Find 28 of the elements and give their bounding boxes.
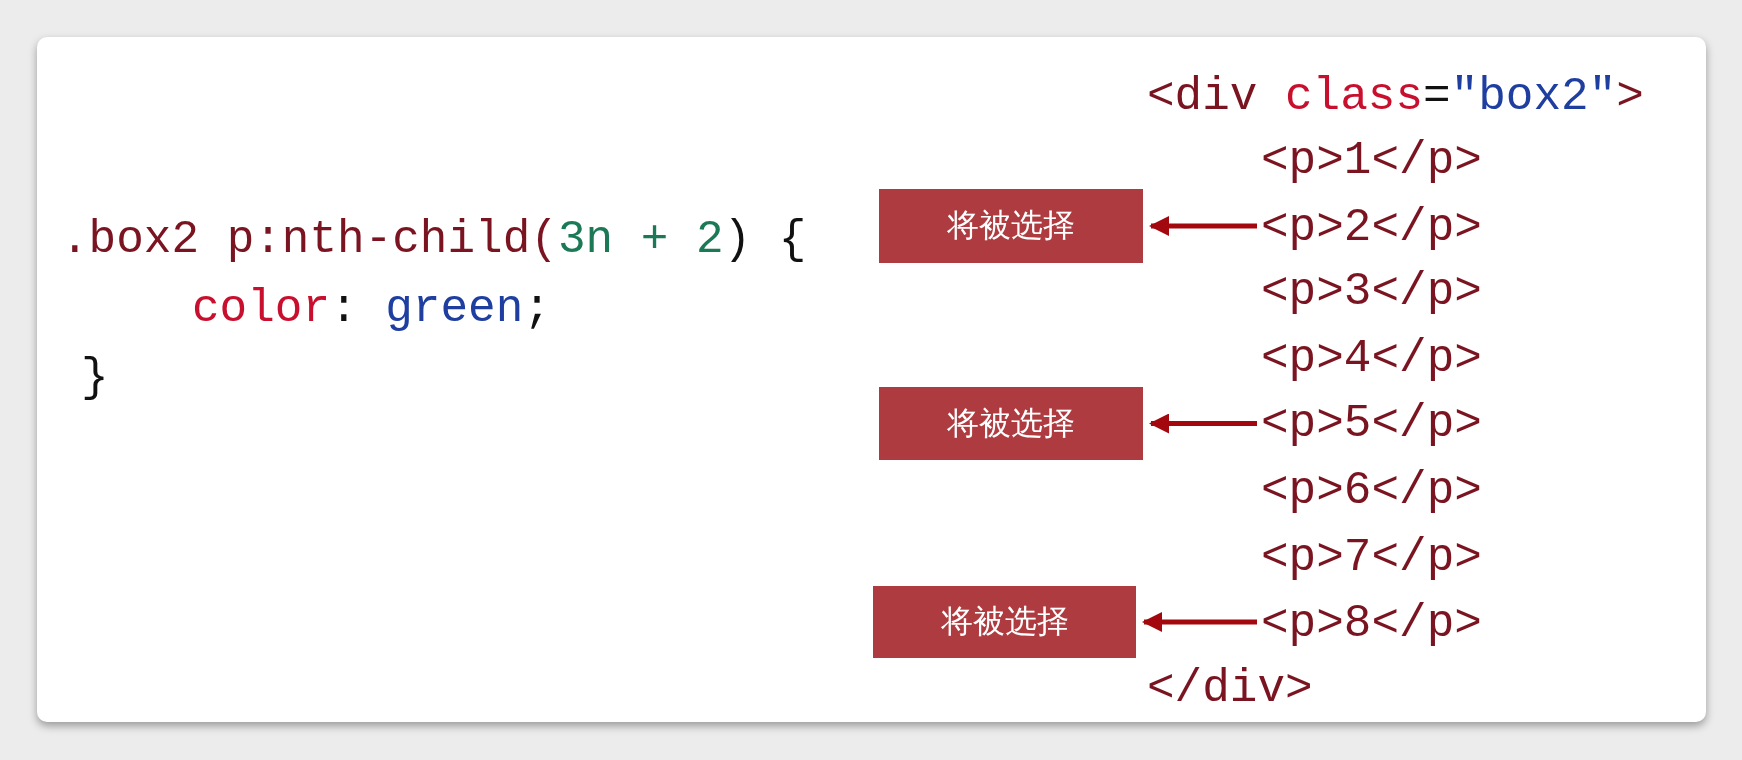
tag: > (1616, 67, 1644, 127)
nth-child-argument: 3n + 2 (557, 213, 724, 268)
code-punctuation: ; (523, 282, 551, 337)
paragraph-tag: <p>3</p> (1261, 262, 1482, 322)
attribute-value: "box2" (1450, 70, 1617, 125)
callout-box: 将被选择 (879, 189, 1143, 263)
closing-tag: </div> (1147, 659, 1313, 719)
code-brace: } (81, 351, 109, 406)
tag: <div (1147, 67, 1258, 127)
css-value: green (385, 282, 524, 337)
code-punctuation: : (330, 282, 358, 337)
css-selector: .box2 p:nth-child( (61, 213, 558, 268)
paragraph-tag: <p>6</p> (1261, 461, 1482, 521)
paragraph-tag: <p>5</p> (1261, 394, 1482, 454)
paragraph-tag: <p>8</p> (1261, 594, 1482, 654)
arrow (1142, 612, 1257, 632)
code-punctuation: = (1423, 70, 1451, 125)
callout-box: 将被选择 (879, 387, 1143, 460)
arrow (1149, 216, 1257, 236)
attribute-name: class (1285, 70, 1424, 125)
callout-box: 将被选择 (873, 586, 1136, 658)
paragraph-tag: <p>2</p> (1261, 198, 1482, 258)
arrow (1149, 413, 1257, 434)
code-brace: ) { (723, 213, 807, 268)
paragraph-tag: <p>4</p> (1261, 329, 1482, 389)
css-property: color (192, 282, 331, 337)
paragraph-tag: <p>1</p> (1261, 131, 1482, 191)
paragraph-tag: <p>7</p> (1261, 528, 1482, 588)
